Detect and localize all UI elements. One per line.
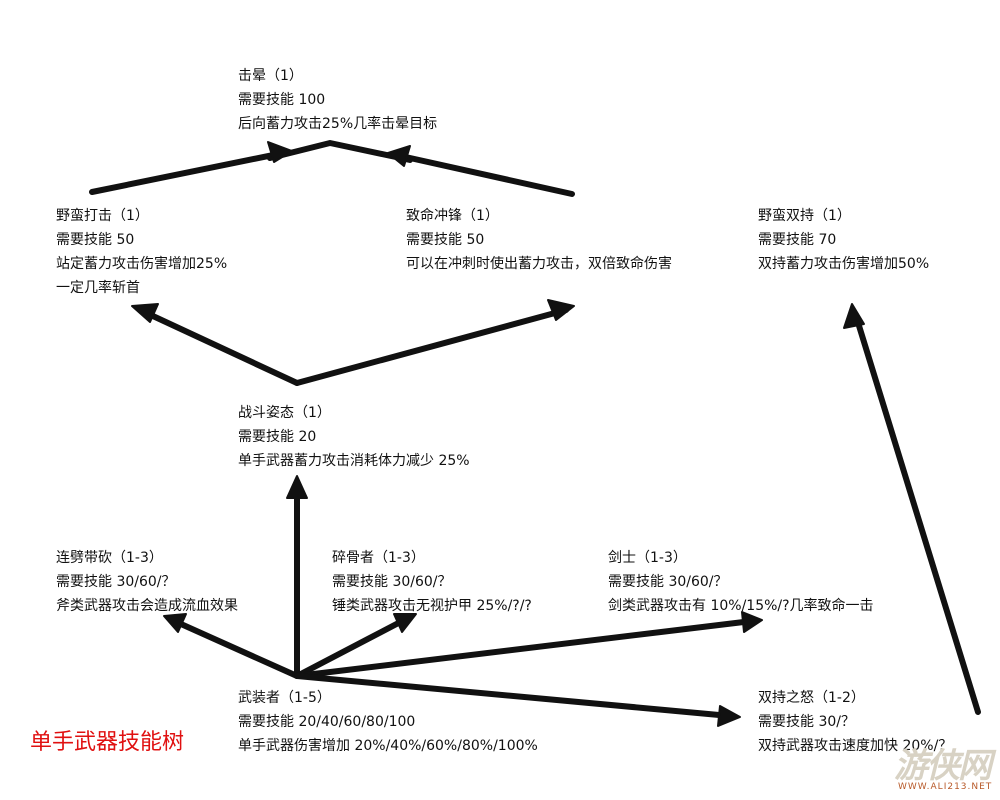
watermark-logo: 游侠网 WWW.ALI213.NET <box>880 738 992 796</box>
skill-node-yemanshuangchi: 野蛮双持（1） 需要技能 70 双持蓄力攻击伤害增加50% <box>758 204 929 276</box>
skill-requirement: 需要技能 30/？ <box>758 714 855 730</box>
arrow-wuzhuangzhe-to-shuangchizhinu <box>294 673 733 719</box>
skill-description: 剑类武器攻击有 10%/15%/?几率致命一击 <box>608 598 874 614</box>
arrow-zhandouzitai-to-zhimingchongfeng <box>294 307 569 386</box>
skill-name: 战斗姿态（1） <box>238 405 331 421</box>
skill-name: 野蛮双持（1） <box>758 208 851 224</box>
skill-node-wuzhuangzhe: 武装者（1-5） 需要技能 20/40/60/80/100 单手武器伤害增加 2… <box>238 686 538 758</box>
arrowhead-suiguzhe <box>393 613 417 633</box>
arrow-wuzhuangzhe-to-suiguzhe <box>294 615 411 679</box>
arrowhead-zhimingchongfeng <box>547 299 575 321</box>
skill-name: 击晕（1） <box>238 68 303 84</box>
skill-name: 碎骨者（1-3） <box>332 550 425 566</box>
skill-description: 可以在冲刺时使出蓄力攻击，双倍致命伤害 <box>406 256 672 272</box>
skill-description: 后向蓄力攻击25%几率击晕目标 <box>238 116 438 132</box>
skill-description: 单手武器蓄力攻击消耗体力减少 25% <box>238 453 470 469</box>
skill-description: 站定蓄力攻击伤害增加25% <box>56 256 228 272</box>
arrowhead-yemanshuangchi <box>843 303 865 329</box>
skill-description: 一定几率斩首 <box>56 280 140 296</box>
skill-name: 双持之怒（1-2） <box>758 690 865 706</box>
skill-node-zhimingchongfeng: 致命冲锋（1） 需要技能 50 可以在冲刺时使出蓄力攻击，双倍致命伤害 <box>406 204 672 276</box>
skill-node-suiguzhe: 碎骨者（1-3） 需要技能 30/60/？ 锤类武器攻击无视护甲 25%/?/? <box>332 546 532 618</box>
watermark-logo-text: 游侠网 <box>894 746 992 786</box>
arrow-wuzhuangzhe-to-lianpidaikan <box>169 617 300 679</box>
skill-node-zhandouzitai: 战斗姿态（1） 需要技能 20 单手武器蓄力攻击消耗体力减少 25% <box>238 401 470 473</box>
arrow-zhimingchongfeng-to-jiyun <box>389 151 575 197</box>
skill-requirement: 需要技能 20 <box>238 429 317 445</box>
skill-description: 斧类武器攻击会造成流血效果 <box>56 598 238 614</box>
arrowhead-lianpidaikan <box>163 613 187 633</box>
skill-requirement: 需要技能 30/60/？ <box>332 574 452 590</box>
arrow-wuzhuangzhe-to-jianshi <box>294 618 755 679</box>
skill-name: 连劈带砍（1-3） <box>56 550 163 566</box>
skill-node-lianpidaikan: 连劈带砍（1-3） 需要技能 30/60/？ 斧类武器攻击会造成流血效果 <box>56 546 238 618</box>
skill-node-jianshi: 剑士（1-3） 需要技能 30/60/？ 剑类武器攻击有 10%/15%/?几率… <box>608 546 874 618</box>
skill-requirement: 需要技能 70 <box>758 232 837 248</box>
arrowhead-jiyun-right <box>387 145 411 167</box>
skill-requirement: 需要技能 50 <box>56 232 135 248</box>
skill-requirement: 需要技能 20/40/60/80/100 <box>238 714 416 730</box>
skill-name: 致命冲锋（1） <box>406 208 499 224</box>
watermark-url: WWW.ALI213.NET <box>898 782 993 792</box>
skill-node-jiyun: 击晕（1） 需要技能 100 后向蓄力攻击25%几率击晕目标 <box>238 64 437 136</box>
skill-name: 剑士（1-3） <box>608 550 687 566</box>
skill-description: 锤类武器攻击无视护甲 25%/?/? <box>332 598 532 614</box>
arrowhead-yemandaji <box>131 303 159 323</box>
skill-description: 双持武器攻击速度加快 20%/？ <box>758 738 953 754</box>
arrow-zhandouzitai-to-yemandaji <box>137 307 300 386</box>
skill-name: 武装者（1-5） <box>238 690 331 706</box>
skill-requirement: 需要技能 100 <box>238 92 326 108</box>
skill-requirement: 需要技能 30/60/？ <box>56 574 176 590</box>
arrowhead-shuangchizhinu <box>717 705 741 727</box>
arrow-shuangchizhinu-to-yemanshuangchi <box>853 313 981 715</box>
skill-node-yemandaji: 野蛮打击（1） 需要技能 50 站定蓄力攻击伤害增加25% 一定几率斩首 <box>56 204 227 300</box>
arrowhead-jiyun-left <box>267 141 293 163</box>
skill-description: 单手武器伤害增加 20%/40%/60%/80%/100% <box>238 738 538 754</box>
arrowhead-zhandouzitai <box>286 475 308 499</box>
arrow-yemandaji-to-jiyun <box>89 149 291 195</box>
skill-node-shuangchizhinu: 双持之怒（1-2） 需要技能 30/？ 双持武器攻击速度加快 20%/？ <box>758 686 952 758</box>
skill-requirement: 需要技能 30/60/？ <box>608 574 728 590</box>
skill-description: 双持蓄力攻击伤害增加50% <box>758 256 930 272</box>
skill-tree-title: 单手武器技能树 <box>30 730 185 755</box>
skill-requirement: 需要技能 50 <box>406 232 485 248</box>
skill-name: 野蛮打击（1） <box>56 208 149 224</box>
arrowhead-jianshi <box>741 611 763 633</box>
